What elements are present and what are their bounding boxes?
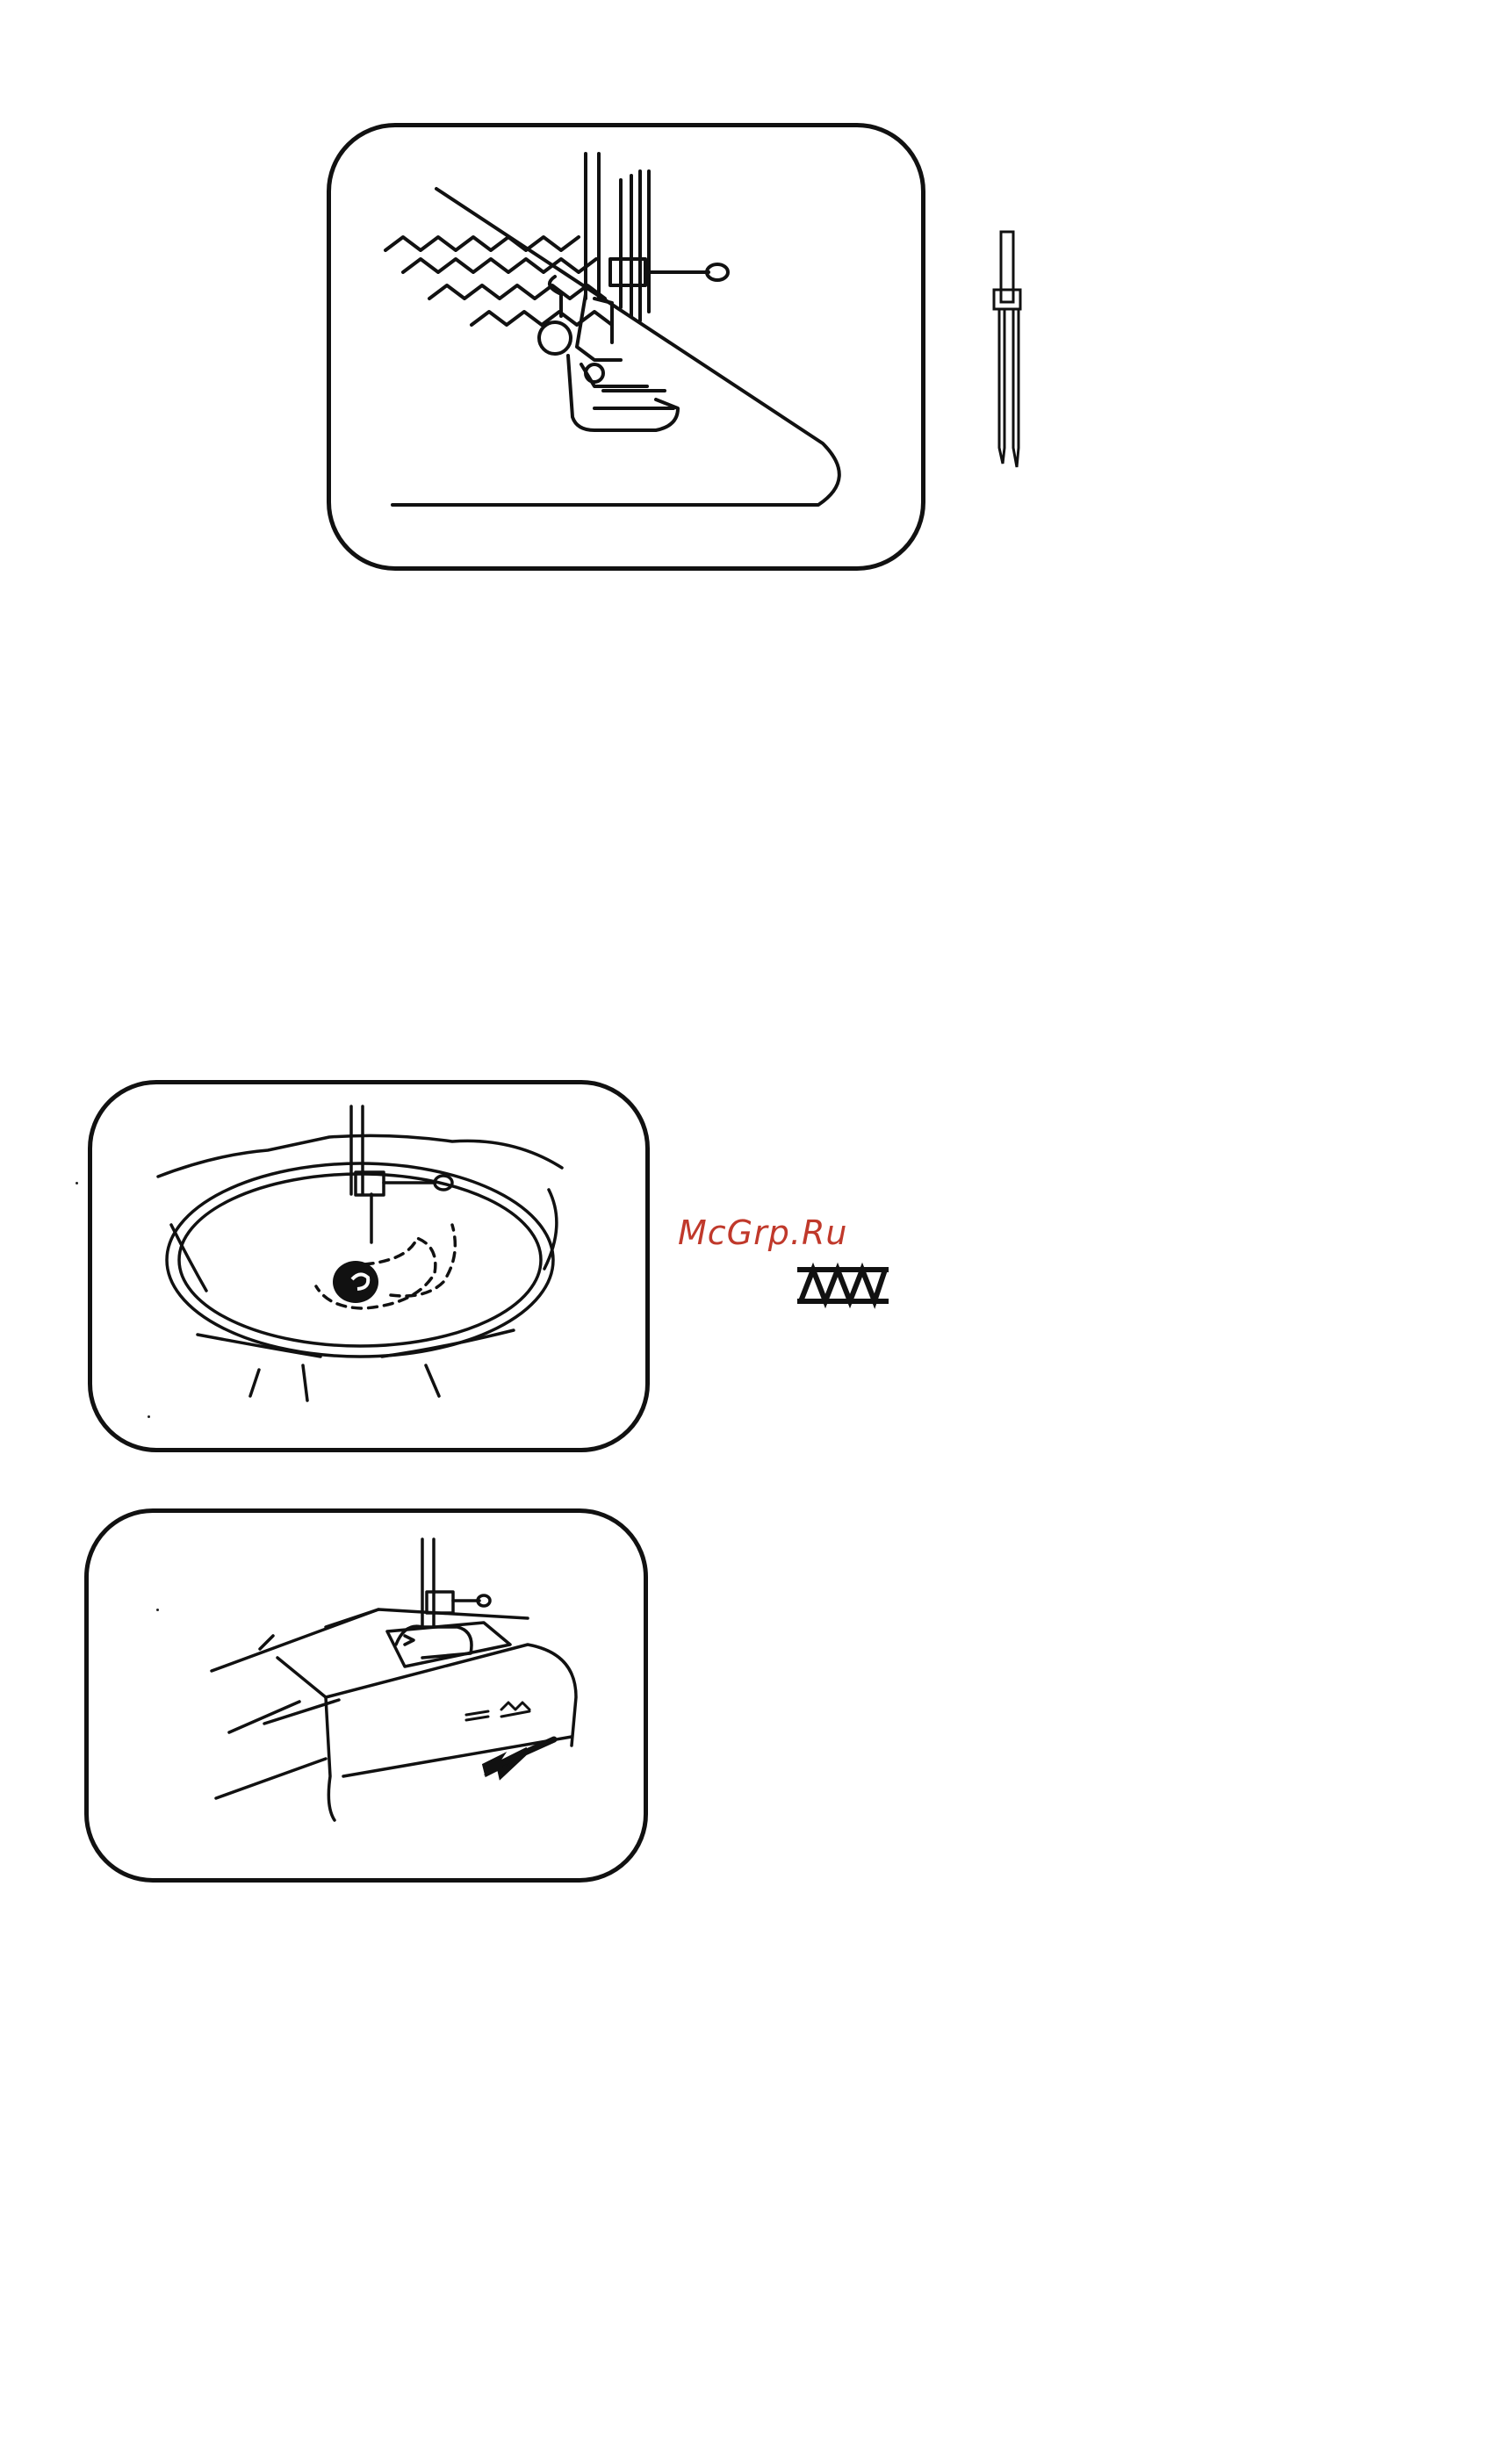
embroidery-hoop-icon [92, 1084, 645, 1448]
free-arm-lever-icon [89, 1513, 644, 1878]
scan-artifact [76, 1182, 78, 1184]
scan-artifact [148, 1415, 150, 1418]
watermark: McGrp.Ru [678, 1213, 847, 1252]
scan-artifact [156, 1609, 159, 1611]
triangle-stitch-icon [794, 1261, 892, 1310]
feed-dog-lever-panel [84, 1508, 648, 1883]
twin-needle-icon [982, 228, 1034, 474]
presser-foot-zigzag-icon [331, 127, 921, 566]
embroidered-motif [333, 1261, 378, 1303]
twin-needle [982, 228, 1034, 474]
twin-needle-sewing-panel [327, 123, 925, 571]
embroidery-hoop-panel [88, 1080, 650, 1452]
stretch-stitch-symbol [794, 1261, 892, 1310]
